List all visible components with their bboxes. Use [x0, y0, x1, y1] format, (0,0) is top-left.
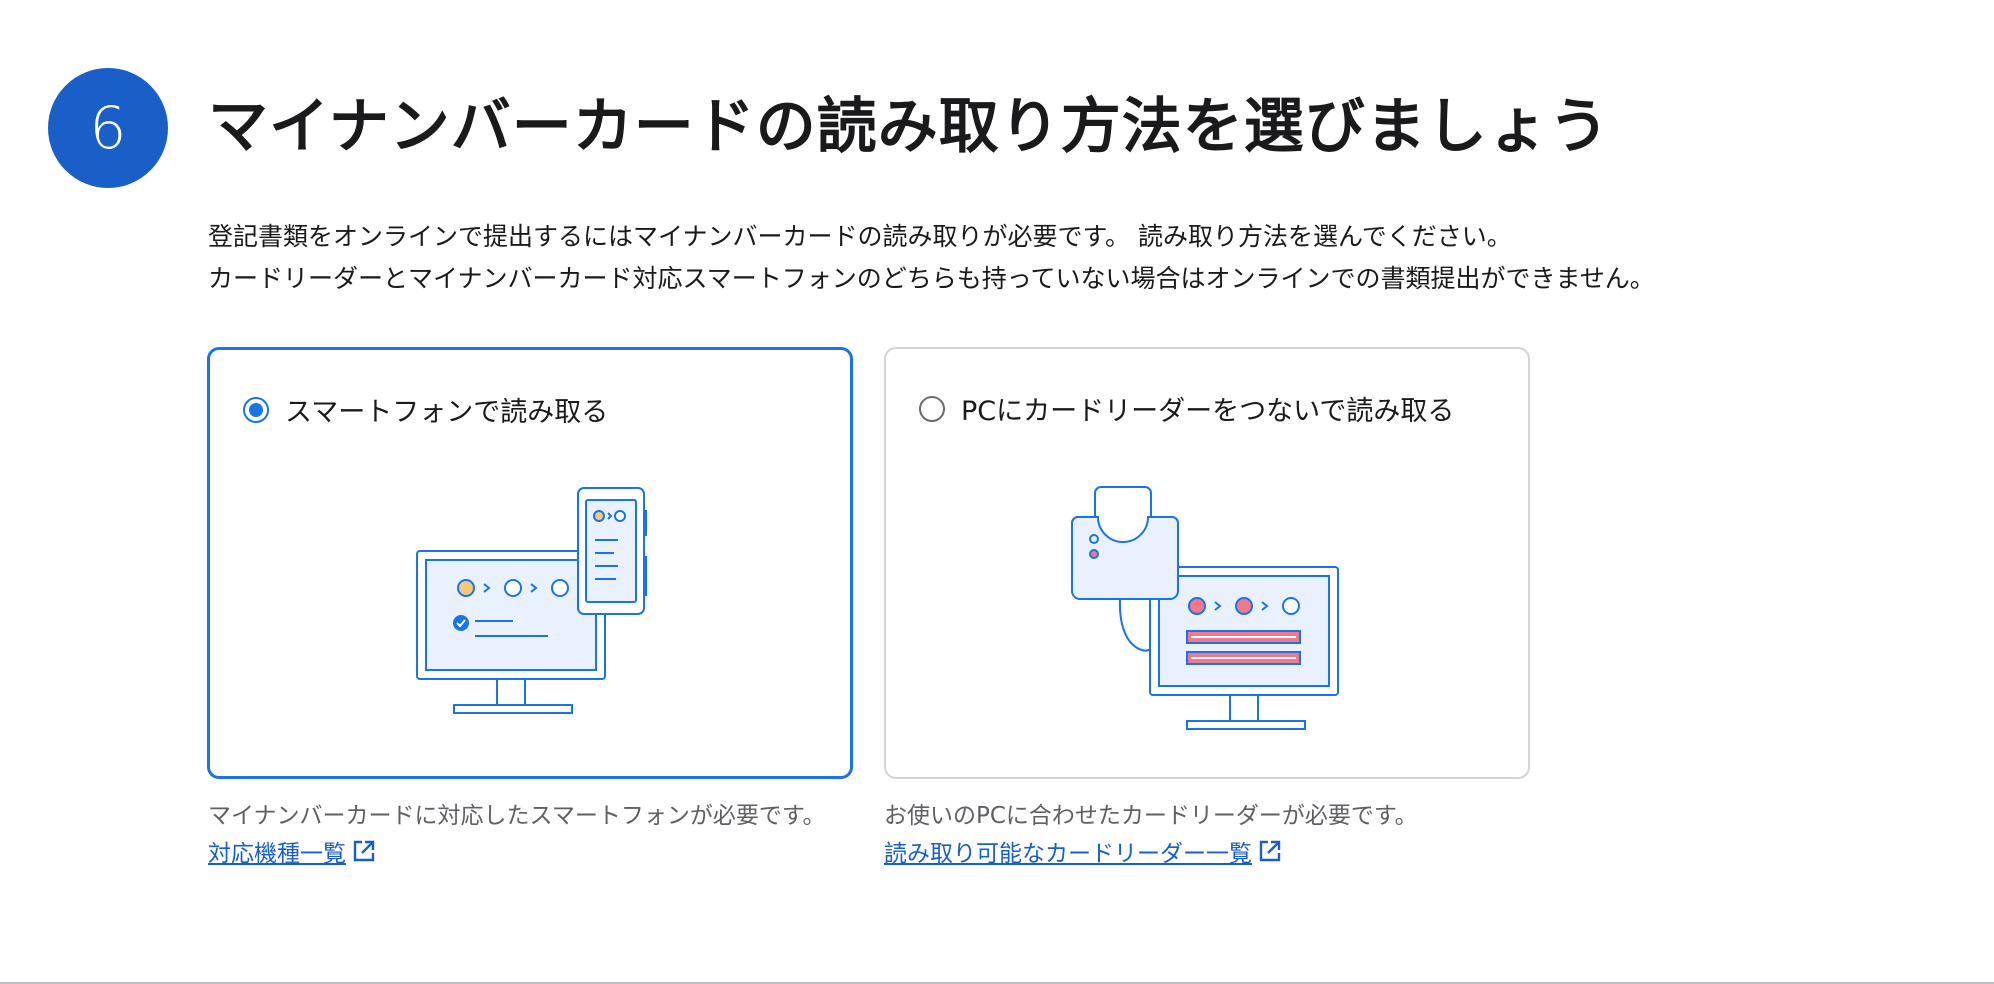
page-title: マイナンバーカードの読み取り方法を選びましょう — [208, 92, 1610, 162]
bottom-divider — [0, 982, 1994, 984]
external-link-icon — [1259, 840, 1281, 862]
link-cardreader-list-label[interactable]: 読み取り可能なカードリーダー一覧 — [884, 841, 1252, 867]
link-supported-devices[interactable]: 対応機種一覧 — [208, 834, 378, 868]
cardreader-illustration — [1071, 486, 1339, 730]
external-link-icon — [353, 840, 375, 862]
option-label-smartphone: スマートフォンで読み取る — [285, 397, 609, 428]
link-cardreader-list[interactable]: 読み取り可能なカードリーダー一覧 — [884, 834, 1284, 868]
note-cardreader: お使いのPCに合わせたカードリーダーが必要です。 — [884, 803, 1418, 829]
description-line-2: カードリーダーとマイナンバーカード対応スマートフォンのどちらも持っていない場合は… — [208, 264, 1655, 293]
option-label-cardreader: PCにカードリーダーをつないで読み取る — [961, 396, 1455, 427]
link-supported-devices-label[interactable]: 対応機種一覧 — [208, 841, 346, 867]
description: 登記書類をオンラインで提出するにはマイナンバーカードの読み取りが必要です。 読み… — [208, 216, 1655, 300]
note-smartphone: マイナンバーカードに対応したスマートフォンが必要です。 — [208, 803, 826, 829]
radio-button-smartphone[interactable] — [243, 396, 269, 423]
radio-row-cardreader[interactable]: PCにカードリーダーをつないで読み取る — [919, 389, 1454, 428]
description-line-1: 登記書類をオンラインで提出するにはマイナンバーカードの読み取りが必要です。 読み… — [208, 222, 1512, 251]
option-card-smartphone[interactable]: スマートフォンで読み取る — [207, 347, 853, 779]
radio-row-smartphone[interactable]: スマートフォンで読み取る — [243, 390, 608, 429]
radio-button-cardreader[interactable] — [919, 395, 945, 422]
option-card-cardreader[interactable]: PCにカードリーダーをつないで読み取る — [884, 347, 1530, 779]
smartphone-reader-illustration — [416, 487, 647, 714]
step-number-badge: 6 — [48, 68, 168, 188]
step-number: 6 — [89, 94, 127, 162]
